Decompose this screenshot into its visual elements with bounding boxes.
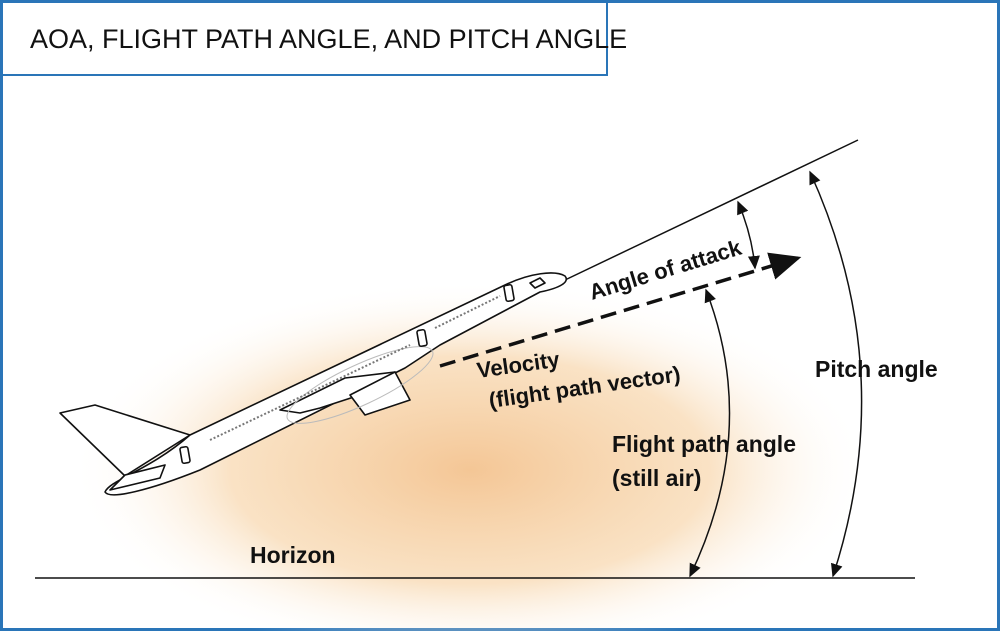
- flight-path-angle-arrow: [689, 288, 731, 578]
- flight-path-angle-label: Flight path angle: [612, 431, 796, 457]
- title-box: [1, 1, 608, 76]
- velocity-vector: [439, 252, 802, 368]
- aoa-arrow: [737, 200, 760, 270]
- pitch-angle-arrow: [809, 170, 863, 578]
- pitch-line: [564, 139, 859, 281]
- ground-glow: [70, 280, 870, 631]
- flight-path-sub-label: (still air): [612, 465, 701, 491]
- pitch-angle-label: Pitch angle: [815, 356, 938, 382]
- horizon-label: Horizon: [250, 542, 336, 568]
- title: AOA, FLIGHT PATH ANGLE, AND PITCH ANGLE: [30, 24, 627, 54]
- airplane-illustration: [59, 272, 567, 496]
